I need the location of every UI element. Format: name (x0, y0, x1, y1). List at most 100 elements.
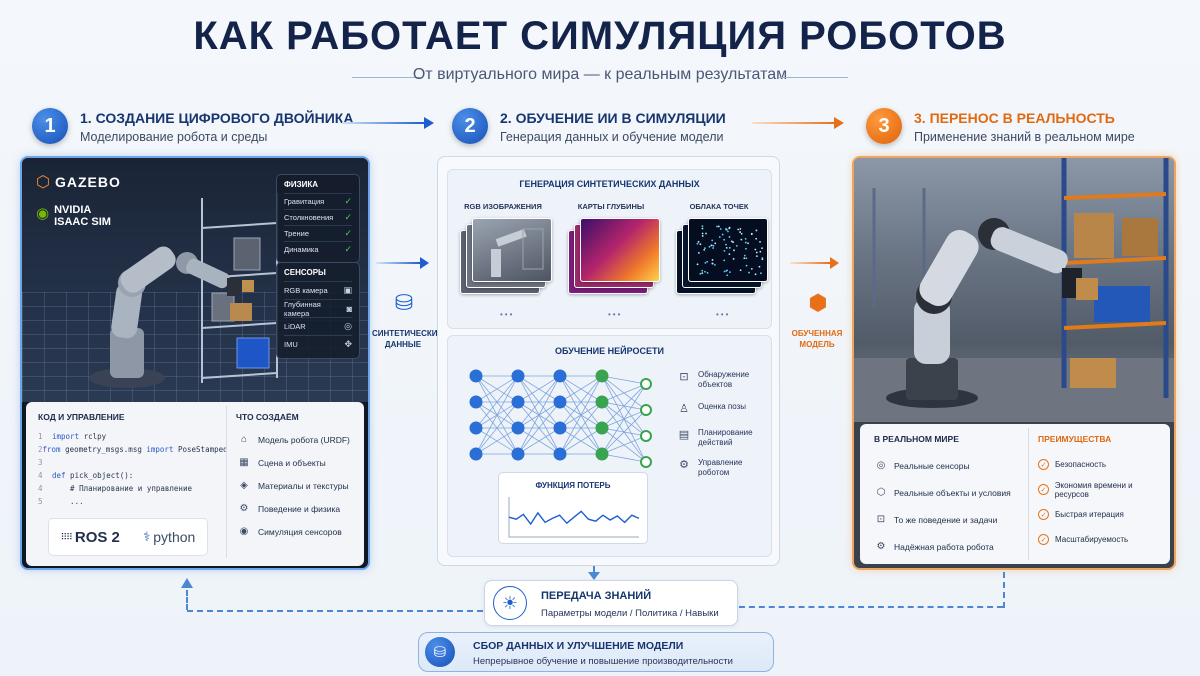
cloud-point (701, 227, 704, 230)
line-number: 1 (38, 432, 43, 441)
ai-training-panel: ГЕНЕРАЦИЯ СИНТЕТИЧЕСКИХ ДАННЫХ RGB ИЗОБР… (437, 156, 780, 566)
cloud-point (711, 262, 714, 265)
database-circle-icon: ⛁ (425, 637, 455, 667)
real-item: ⬡Реальные объекты и условия (874, 479, 1024, 506)
reliability-icon: ⚙ (876, 541, 886, 552)
physics-row: Трение✓ (284, 225, 352, 241)
cloud-point (743, 254, 746, 257)
cloud-point (721, 233, 724, 236)
line-number: 2 (38, 445, 43, 454)
cloud-point (759, 250, 762, 253)
nn-node (469, 369, 483, 383)
line-number: 3 (38, 458, 43, 467)
database-icon: ⛁ (394, 290, 414, 315)
output-label-line: Управление (698, 458, 743, 467)
nn-edge (517, 401, 561, 455)
nn-edge (517, 427, 561, 455)
code-text: rclpy (79, 432, 107, 441)
arrow-1-2-head (424, 117, 434, 129)
cloud-point (732, 258, 735, 260)
python-icon: ⚕ (143, 529, 151, 544)
cloud-point (717, 225, 720, 228)
line-number: 4 (38, 471, 43, 480)
cloud-dots: ••• (716, 310, 731, 319)
real-item-label: То же поведение и задачи (894, 514, 998, 525)
code-line: 4 # Планирование и управление (38, 484, 218, 497)
loss-line (508, 510, 640, 526)
synthetic-generation-card: ГЕНЕРАЦИЯ СИНТЕТИЧЕСКИХ ДАННЫХ RGB ИЗОБР… (447, 169, 772, 329)
cloud-point (725, 269, 728, 272)
advantage-label: Быстрая итерация (1055, 510, 1124, 519)
sensor-sim-icon: ◉ (239, 526, 249, 537)
step-1-badge: 1 (32, 108, 68, 144)
cloud-point (704, 270, 706, 273)
step-1-header: 1. СОЗДАНИЕ ЦИФРОВОГО ДВОЙНИКА Моделиров… (80, 110, 353, 144)
warehouse-illustration (854, 158, 1174, 422)
feedback-right-horizontal (739, 606, 1003, 608)
output-label-line: Оценка позы (698, 402, 747, 411)
cloud-point (725, 228, 727, 230)
code-line: 3 (38, 458, 218, 471)
behavior-icon: ⚙ (239, 503, 249, 514)
physics-item: Столкновения (284, 213, 334, 222)
cloud-point (703, 248, 706, 251)
physics-overlay: ФИЗИКА Гравитация✓ Столкновения✓ Трение✓… (276, 174, 360, 263)
pose-icon: ♙ (679, 403, 689, 415)
cube-icon: ⬡ (876, 487, 886, 498)
step-3-title: 3. ПЕРЕНОС В РЕАЛЬНОСТЬ (914, 110, 1115, 126)
robot-model-icon: ⌂ (240, 434, 248, 445)
code-line: 5 ... (38, 497, 218, 510)
real-item: ⚙Надёжная работа робота (874, 533, 1024, 560)
output-label-line: действий (698, 438, 733, 447)
cloud-point (737, 228, 740, 231)
cloud-point (711, 259, 714, 261)
python-label: python (153, 529, 196, 545)
step-3-subtitle: Применение знаний в реальном мире (914, 130, 1135, 144)
collect-title: СБОР ДАННЫХ И УЛУЧШЕНИЕ МОДЕЛИ (473, 640, 684, 652)
nn-edge (601, 453, 647, 463)
nn-node (553, 447, 567, 461)
cloud-point (718, 236, 721, 238)
camera-icon: ▣ (343, 285, 352, 295)
cloud-point (744, 241, 747, 244)
create-item-label: Симуляция сенсоров (258, 526, 342, 537)
sensors-overlay: СЕНСОРЫ RGB камера▣ Глубинная камера◙ Li… (276, 262, 360, 359)
real-item: ⊡То же поведение и задачи (874, 506, 1024, 533)
sensor-item: LiDAR (284, 322, 306, 331)
sensor-icon: ◎ (876, 460, 886, 471)
ros2-logo: ⠿⠿ ROS 2 (61, 529, 120, 546)
cloud-point (723, 259, 726, 262)
code-divider (226, 406, 227, 558)
trained-arrow-line (790, 262, 830, 264)
ros-dots-icon: ⠿⠿ (60, 531, 73, 542)
nn-edge (517, 375, 561, 429)
depth-dots: ••• (608, 310, 623, 319)
advantages-section: ПРЕИМУЩЕСТВА ✓Безопасность ✓Экономия вре… (1038, 434, 1166, 552)
physics-title: ФИЗИКА (284, 180, 318, 189)
cloud-point (739, 231, 741, 233)
nn-edge (475, 375, 519, 403)
cloud-point (711, 239, 714, 242)
cloud-point (755, 251, 758, 254)
subtitle-line-left (352, 77, 422, 78)
simulation-scene: ⬡ GAZEBO ◉ NVIDIA ISAAC SIM (22, 158, 368, 402)
nn-title: ОБУЧЕНИЕ НЕЙРОСЕТИ (555, 346, 664, 356)
arrow-2-3-line (752, 122, 834, 124)
neural-network-diagram (469, 369, 652, 468)
create-item-label: Поведение и физика (258, 503, 341, 514)
output-label-line: объектов (698, 380, 733, 389)
cloud-point (728, 246, 731, 249)
create-item: ▦Сцена и объекты (236, 451, 360, 474)
depth-camera-icon: ◙ (346, 303, 352, 314)
cloud-point (716, 225, 718, 228)
advantages-title: ПРЕИМУЩЕСТВА (1038, 434, 1112, 444)
line-number: 4 (38, 484, 43, 493)
check-icon: ✓ (344, 212, 352, 222)
cloud-thumb-front (688, 218, 768, 282)
transfer-arrow-line (593, 566, 595, 574)
create-item: ⌂Модель робота (URDF) (236, 428, 360, 451)
code-keyword: import (52, 432, 80, 441)
cloud-point (706, 260, 709, 263)
